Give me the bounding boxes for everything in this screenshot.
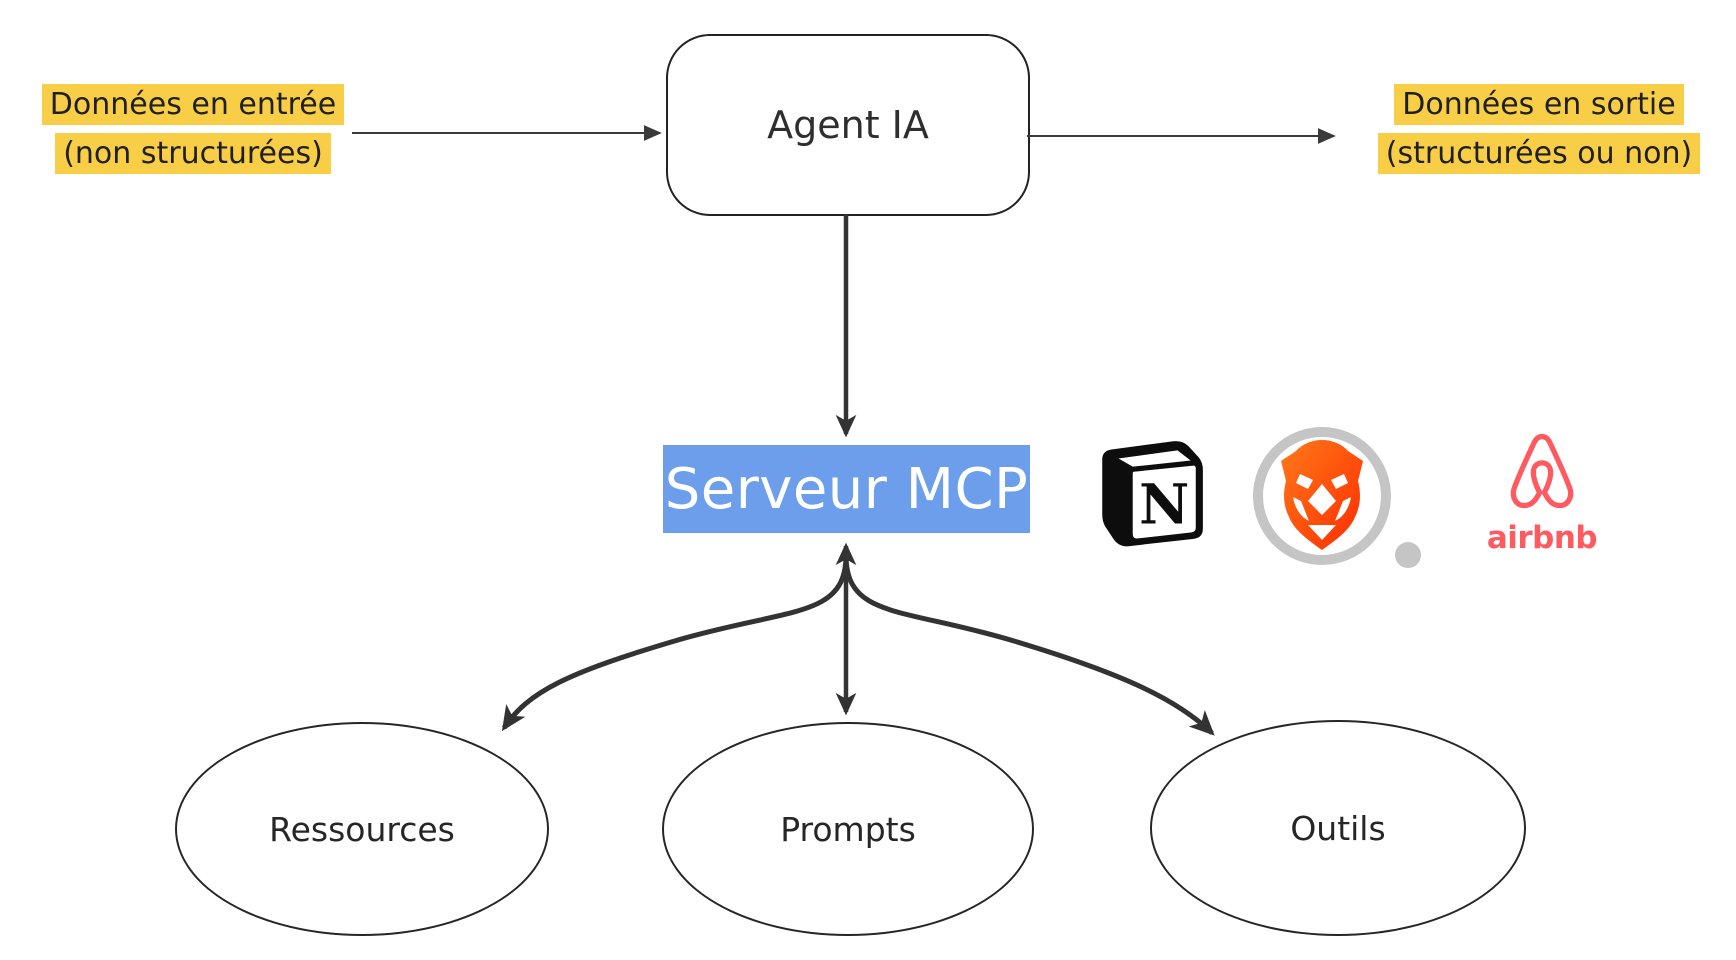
arrow-server-to-ressources — [501, 557, 849, 732]
airbnb-wordmark: airbnb — [1486, 520, 1598, 556]
input-data-label-line2: (non structurées) — [55, 133, 331, 174]
prompts-label: Prompts — [780, 809, 916, 849]
input-data-label-line1: Données en entrée — [41, 84, 345, 125]
airbnb-logo-icon: airbnb — [1482, 424, 1602, 556]
brave-logo-icon — [1248, 422, 1438, 574]
input-data-label: Données en entrée (non structurées) — [26, 80, 360, 178]
prompts-node: Prompts — [662, 722, 1034, 936]
serveur-mcp-node: Serveur MCP — [663, 445, 1030, 533]
output-data-label-line1: Données en sortie — [1394, 84, 1684, 125]
arrow-server-to-outils — [843, 557, 1215, 736]
serveur-mcp-label: Serveur MCP — [664, 456, 1029, 522]
agent-ia-node: Agent IA — [666, 34, 1030, 216]
notion-logo-icon: N — [1088, 426, 1210, 550]
output-data-label: Données en sortie (structurées ou non) — [1346, 80, 1732, 178]
outils-node: Outils — [1150, 720, 1526, 936]
ressources-label: Ressources — [269, 809, 455, 849]
outils-label: Outils — [1290, 808, 1386, 848]
notion-letter: N — [1139, 472, 1189, 537]
output-data-label-line2: (structurées ou non) — [1377, 133, 1701, 174]
ressources-node: Ressources — [175, 722, 549, 936]
agent-ia-label: Agent IA — [767, 103, 929, 147]
